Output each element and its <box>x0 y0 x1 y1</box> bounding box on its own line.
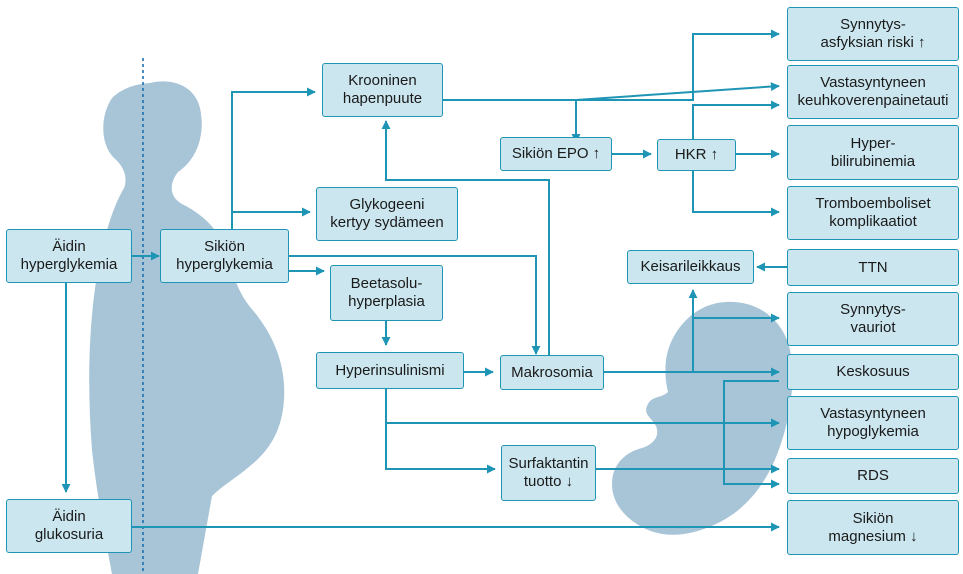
node-hyperinsulinismi: Hyperinsulinismi <box>316 352 464 389</box>
node-tromboemboliset: Tromboemboliset komplikaatiot <box>787 186 959 240</box>
node-hypoglykemia: Vastasyntyneen hypoglykemia <box>787 396 959 450</box>
node-aidin-hyperglykemia: Äidin hyperglykemia <box>6 229 132 283</box>
node-magnesium: Sikiön magnesium ↓ <box>787 500 959 555</box>
node-makrosomia: Makrosomia <box>500 355 604 390</box>
node-keuhkoverenpainetauti: Vastasyntyneen keuhkoverenpainetauti <box>787 65 959 119</box>
node-ttn: TTN <box>787 249 959 286</box>
node-synnytysvauriot: Synnytys- vauriot <box>787 292 959 346</box>
node-sikion-hyperglykemia: Sikiön hyperglykemia <box>160 229 289 283</box>
node-beetasolu: Beetasolu- hyperplasia <box>330 265 443 321</box>
node-keisarileikkaus: Keisarileikkaus <box>627 250 754 284</box>
node-sikion-epo: Sikiön EPO ↑ <box>500 137 612 171</box>
node-glykogeeni: Glykogeeni kertyy sydämeen <box>316 187 458 241</box>
fetus-silhouette <box>612 301 793 535</box>
node-surfaktantin: Surfaktantin tuotto ↓ <box>501 445 596 501</box>
node-krooninen-hapenpuute: Krooninen hapenpuute <box>322 63 443 117</box>
pregnant-woman-silhouette <box>89 81 285 574</box>
node-hkr: HKR ↑ <box>657 139 736 171</box>
node-synnytysasfyksia: Synnytys- asfyksian riski ↑ <box>787 7 959 61</box>
node-rds: RDS <box>787 458 959 494</box>
node-keskosuus: Keskosuus <box>787 354 959 390</box>
node-hyperbilirubinemia: Hyper- bilirubinemia <box>787 125 959 180</box>
node-aidin-glukosuria: Äidin glukosuria <box>6 499 132 553</box>
